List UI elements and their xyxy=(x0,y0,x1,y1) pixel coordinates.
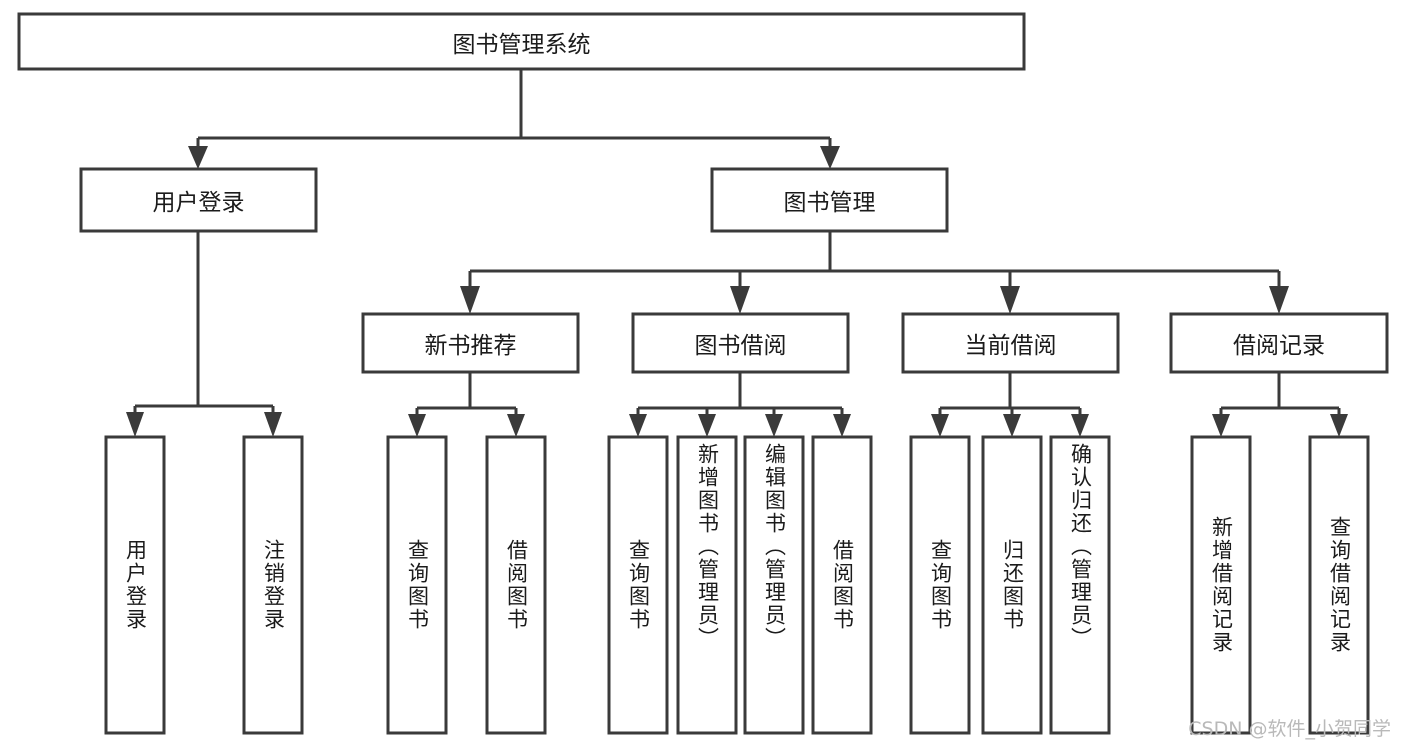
arrow-head-icon xyxy=(931,414,949,437)
node-current-borrow-box[interactable] xyxy=(901,312,1120,374)
arrow-head-icon xyxy=(1071,414,1089,437)
node-leaf-borrow-book-2-box[interactable] xyxy=(811,435,873,735)
connector-current-borrow-to-leaves xyxy=(931,372,1089,437)
arrow-head-icon xyxy=(1269,286,1289,314)
node-leaf-query-record-box[interactable] xyxy=(1308,435,1370,735)
arrow-head-icon xyxy=(730,286,750,314)
node-borrow-record-box[interactable] xyxy=(1169,312,1389,374)
arrow-head-icon xyxy=(126,412,144,437)
connector-book-management-to-level3 xyxy=(460,231,1289,314)
arrow-head-icon xyxy=(1003,414,1021,437)
arrow-head-icon xyxy=(1000,286,1020,314)
arrow-head-icon xyxy=(507,414,525,437)
node-new-book-recommend-box[interactable] xyxy=(361,312,580,374)
node-leaf-edit-book-box[interactable] xyxy=(743,435,805,735)
node-leaf-query-book-2-box[interactable] xyxy=(607,435,669,735)
arrow-head-icon xyxy=(833,414,851,437)
node-leaf-query-book-1-box[interactable] xyxy=(386,435,448,735)
connector-book-borrow-to-leaves xyxy=(629,372,851,437)
node-book-borrow-box[interactable] xyxy=(631,312,850,374)
node-leaf-logout-box[interactable] xyxy=(242,435,304,735)
arrow-head-icon xyxy=(820,146,840,169)
node-root-box[interactable] xyxy=(17,12,1026,71)
node-leaf-add-book-box[interactable] xyxy=(676,435,738,735)
node-leaf-borrow-book-1-box[interactable] xyxy=(485,435,547,735)
arrow-head-icon xyxy=(264,412,282,437)
arrow-head-icon xyxy=(1330,414,1348,437)
arrow-head-icon xyxy=(765,414,783,437)
connector-new-book-recommend-to-leaves xyxy=(408,372,525,437)
arrow-head-icon xyxy=(188,146,208,169)
node-leaf-confirm-return-box[interactable] xyxy=(1049,435,1111,735)
connector-root-to-level2 xyxy=(188,69,840,169)
node-leaf-add-record-box[interactable] xyxy=(1190,435,1252,735)
arrow-head-icon xyxy=(629,414,647,437)
connector-user-login-to-leaves xyxy=(126,231,282,437)
arrow-head-icon xyxy=(408,414,426,437)
node-leaf-user-login-box[interactable] xyxy=(104,435,166,735)
node-leaf-return-book-box[interactable] xyxy=(981,435,1043,735)
node-book-management-box[interactable] xyxy=(710,167,949,233)
arrow-head-icon xyxy=(1212,414,1230,437)
arrow-head-icon xyxy=(460,286,480,314)
node-user-login-box[interactable] xyxy=(79,167,318,233)
node-leaf-query-book-3-box[interactable] xyxy=(909,435,971,735)
arrow-head-icon xyxy=(698,414,716,437)
connector-borrow-record-to-leaves xyxy=(1212,372,1348,437)
